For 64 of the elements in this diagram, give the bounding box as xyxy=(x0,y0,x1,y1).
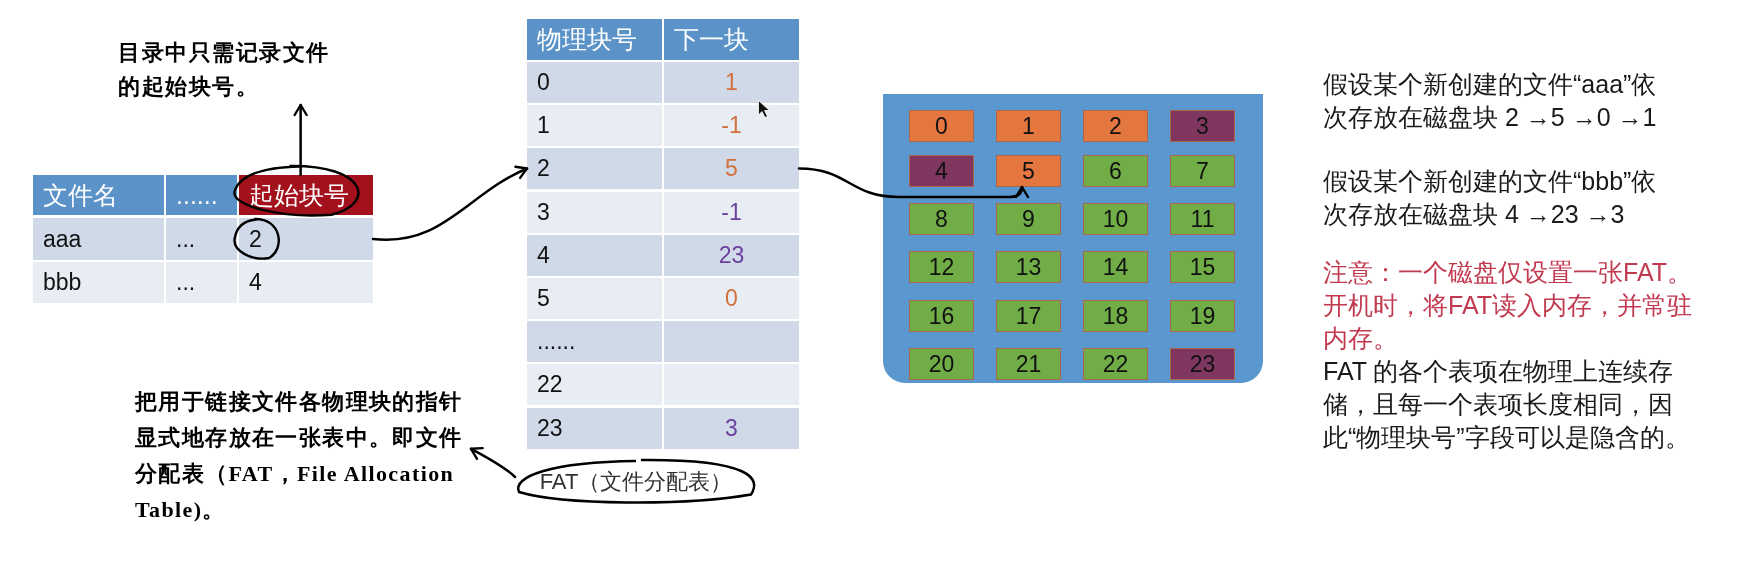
note-text: 假设某个新创建的文件“bbb”依次存放在磁盘块 4 →23 →3 xyxy=(1323,166,1658,230)
disk-block: 20 xyxy=(909,348,974,380)
disk-block: 8 xyxy=(909,203,974,235)
table-cell: bbb xyxy=(33,262,164,303)
table-cell: 22 xyxy=(527,364,662,405)
table-header-cell: 文件名 xyxy=(33,175,164,215)
disk-block: 1 xyxy=(996,110,1061,142)
table-cell: 0 xyxy=(664,278,799,319)
disk-block: 23 xyxy=(1170,348,1235,380)
table-cell: ... xyxy=(166,262,237,303)
disk-block: 18 xyxy=(1083,300,1148,332)
disk-block: 21 xyxy=(996,348,1061,380)
table-cell xyxy=(664,321,799,362)
disk-block: 11 xyxy=(1170,203,1235,235)
table-cell: 1 xyxy=(527,105,662,146)
table-cell: 3 xyxy=(664,408,799,449)
disk-block: 12 xyxy=(909,251,974,283)
disk-block: 9 xyxy=(996,203,1061,235)
table-cell: 2 xyxy=(239,218,373,260)
disk-block: 22 xyxy=(1083,348,1148,380)
disk-block: 14 xyxy=(1083,251,1148,283)
disk-panel xyxy=(883,94,1263,383)
hand-drawn-arrow xyxy=(797,167,1029,199)
table-cell: ... xyxy=(166,218,237,260)
disk-block: 17 xyxy=(996,300,1061,332)
table-cell: 2 xyxy=(527,148,662,189)
circled-caption: FAT（文件分配表） xyxy=(513,457,759,507)
disk-block: 7 xyxy=(1170,155,1235,187)
table-cell: -1 xyxy=(664,192,799,233)
table-cell: 3 xyxy=(527,192,662,233)
disk-block: 15 xyxy=(1170,251,1235,283)
table-cell: 1 xyxy=(664,62,799,103)
table-header-cell: 起始块号 xyxy=(239,175,373,215)
disk-block: 19 xyxy=(1170,300,1235,332)
table-header-cell: 物理块号 xyxy=(527,19,662,60)
disk-block: 2 xyxy=(1083,110,1148,142)
hand-drawn-arrow xyxy=(371,166,529,241)
annotation-text: 把用于链接文件各物理块的指针显式地存放在一张表中。即文件分配表（FAT，File Allocation Table)。 xyxy=(135,384,470,528)
hand-drawn-arrow xyxy=(469,447,517,479)
disk-block: 4 xyxy=(909,155,974,187)
note-text: FAT 的各个表项在物理上连续存储，且每一个表项长度相同，因此“物理块号”字段可以是隐含的。 xyxy=(1323,356,1691,453)
table-cell: 23 xyxy=(527,408,662,449)
disk-block: 16 xyxy=(909,300,974,332)
table-cell: 5 xyxy=(664,148,799,189)
disk-block: 13 xyxy=(996,251,1061,283)
disk-block: 0 xyxy=(909,110,974,142)
annotation-text: 目录中只需记录文件的起始块号。 xyxy=(118,36,340,104)
table-header-cell: ...... xyxy=(166,175,237,215)
note-text: 假设某个新创建的文件“aaa”依次存放在磁盘块 2 →5 →0 →1 xyxy=(1323,69,1658,133)
table-cell: aaa xyxy=(33,218,164,260)
disk-block: 6 xyxy=(1083,155,1148,187)
table-cell: 0 xyxy=(527,62,662,103)
hand-drawn-arrow xyxy=(293,103,308,177)
table-cell: 5 xyxy=(527,278,662,319)
table-cell: 23 xyxy=(664,235,799,276)
table-cell: 4 xyxy=(527,235,662,276)
table-header-cell: 下一块 xyxy=(664,19,799,60)
table-cell: -1 xyxy=(664,105,799,146)
table-cell: 4 xyxy=(239,262,373,303)
disk-block: 10 xyxy=(1083,203,1148,235)
disk-block: 5 xyxy=(996,155,1061,187)
note-text: 注意：一个磁盘仅设置一张FAT。开机时，将FAT读入内存，并常驻内存。 xyxy=(1323,257,1693,354)
table-cell: ...... xyxy=(527,321,662,362)
disk-block: 3 xyxy=(1170,110,1235,142)
